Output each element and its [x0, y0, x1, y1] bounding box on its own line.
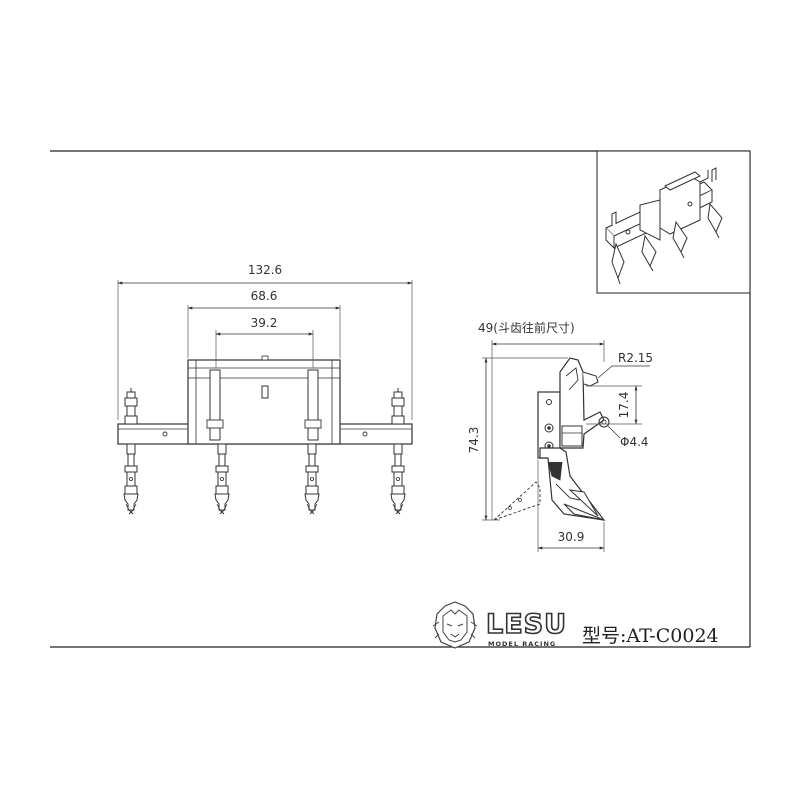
dim-overall-width: 132.6	[248, 263, 282, 277]
dim-radius: R2.15	[618, 351, 653, 365]
dim-inner-width: 39.2	[251, 316, 278, 330]
title-block: LESU MODEL RACING 型号:AT-C0024	[432, 601, 719, 649]
dim-bracket-width: 68.6	[251, 289, 278, 303]
side-view: 49(斗齿往前尺寸) R2.15 17.4 Φ4.4 74.3 30.9	[467, 320, 653, 552]
dim-tooth-projection: 49(斗齿往前尺寸)	[478, 320, 575, 335]
brand-subtitle: MODEL RACING	[488, 640, 556, 648]
dim-base-depth: 30.9	[558, 530, 585, 544]
dim-height: 74.3	[467, 427, 481, 454]
isometric-inset	[596, 150, 751, 294]
front-view: 132.6 68.6 39.2	[117, 263, 413, 515]
model-number: 型号:AT-C0024	[582, 625, 719, 647]
dim-hole-spacing: 17.4	[617, 392, 631, 419]
isometric-ripper-render	[605, 167, 723, 285]
dim-hole-diameter: Φ4.4	[620, 435, 649, 449]
brand-name: LESU	[486, 609, 567, 640]
lion-head-icon	[432, 601, 478, 649]
